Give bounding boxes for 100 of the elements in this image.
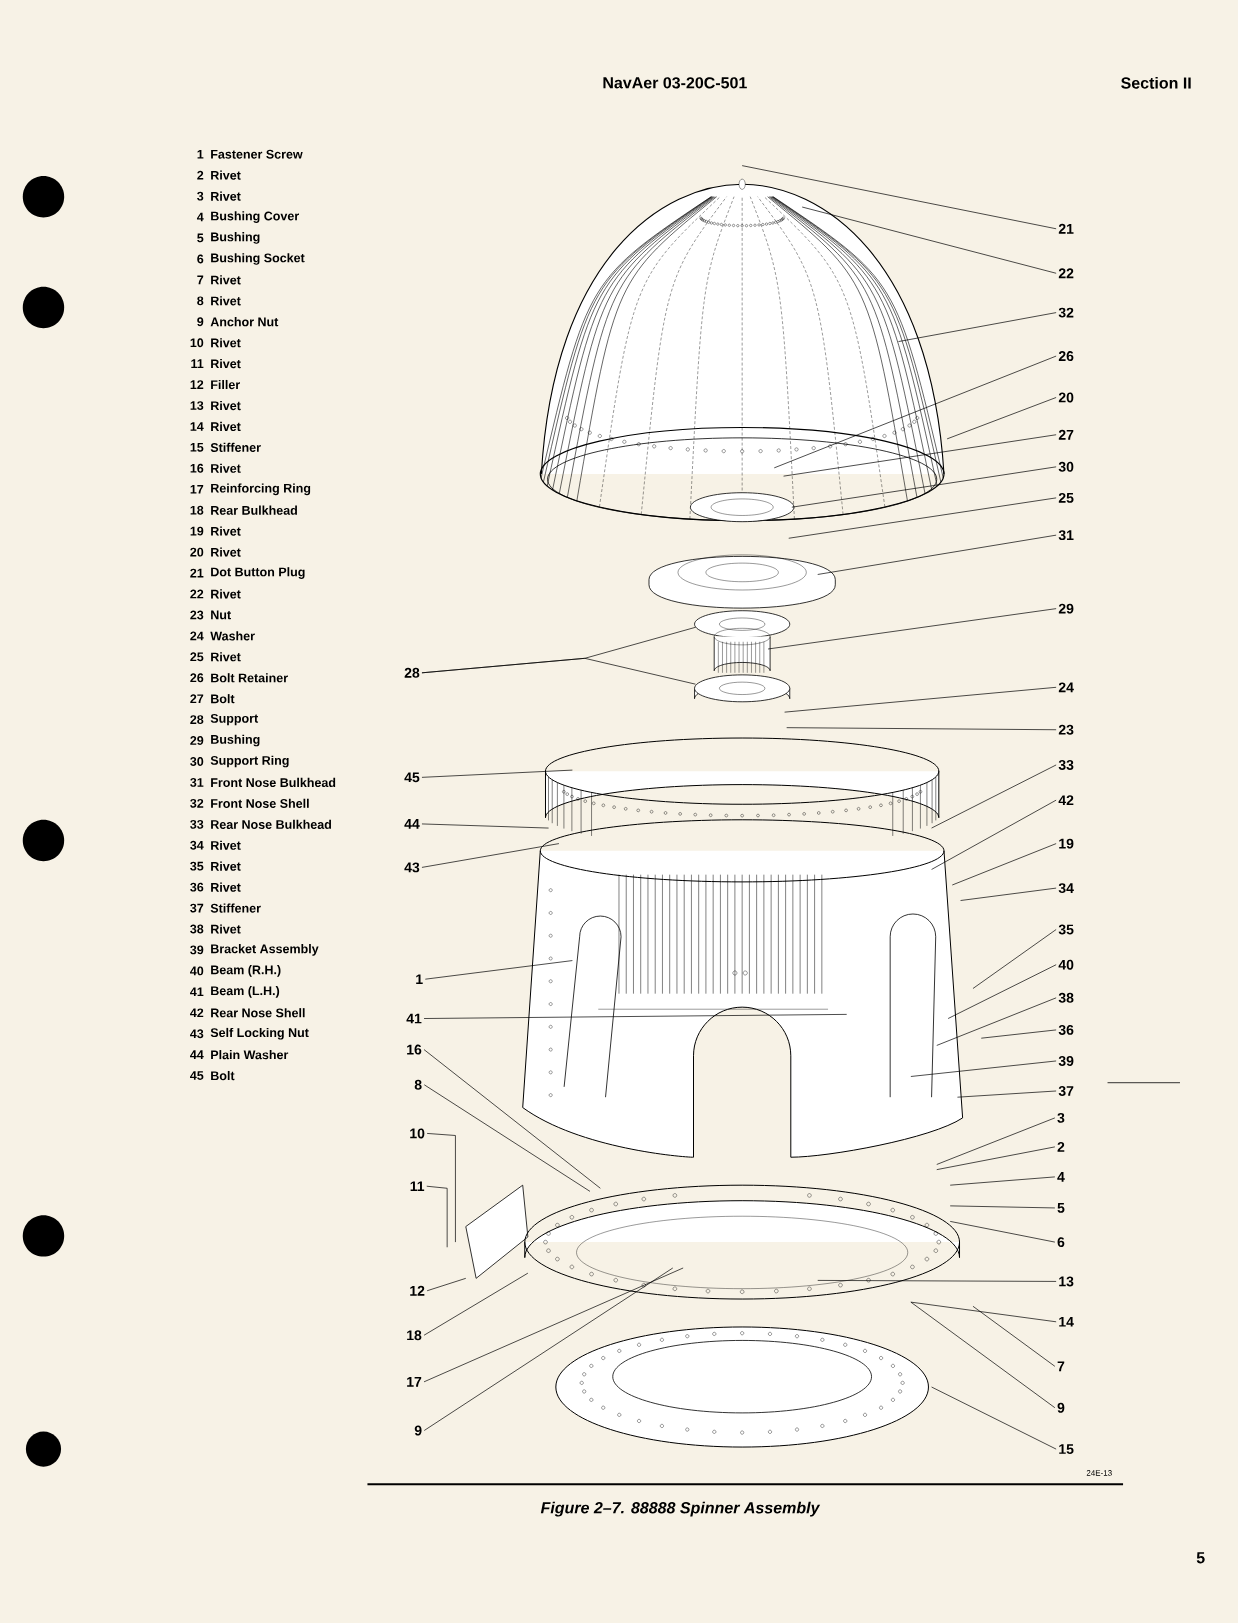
callout-number: 31: [1058, 530, 1074, 541]
leader-line: [910, 1301, 1057, 1323]
leader-line: [817, 1280, 1057, 1282]
part-name: Reinforcing Ring: [211, 483, 311, 496]
leader-line: [423, 1014, 848, 1019]
callout-number: 33: [1058, 759, 1074, 770]
part-number: 6: [197, 254, 204, 264]
part-number: 17: [190, 485, 204, 494]
part-number: 22: [190, 589, 204, 599]
part-number: 31: [190, 778, 204, 787]
callout-number: 36: [1058, 1024, 1074, 1035]
leader-line: [910, 1301, 1056, 1409]
callout-number: 9: [414, 1425, 422, 1436]
part-name: Washer: [210, 631, 255, 641]
callout-number: 44: [404, 819, 420, 829]
leader-line: [972, 929, 1057, 989]
part-name: Rivet: [211, 191, 241, 201]
part-number: 36: [190, 882, 204, 892]
part-number: 4: [197, 212, 204, 222]
part-number: 44: [190, 1050, 204, 1059]
part-number: 20: [190, 547, 204, 557]
part-number: 10: [190, 338, 204, 348]
callout-number: 24: [1058, 682, 1074, 693]
callout-number: 38: [1058, 992, 1074, 1003]
leader-line: [784, 686, 1057, 713]
part-name: Self Locking Nut: [210, 1027, 309, 1040]
callout-number: 21: [1058, 223, 1074, 234]
callout-number: 12: [410, 1285, 425, 1296]
callout-number: 15: [1059, 1444, 1074, 1454]
leader-line: [426, 1185, 448, 1248]
part-name: Rear Nose Shell: [211, 1008, 305, 1018]
leader-line: [773, 355, 1057, 469]
callout-number: 22: [1058, 268, 1074, 279]
callout-number: 32: [1058, 307, 1074, 318]
leader-line: [426, 1278, 467, 1292]
leader-line: [741, 165, 1057, 230]
part-number: 34: [190, 840, 204, 850]
leader-line: [421, 769, 573, 778]
callout-number: 37: [1058, 1086, 1074, 1096]
callout-number: 42: [1058, 795, 1074, 805]
callout-number: 16: [407, 1044, 422, 1055]
leader-line: [423, 1267, 674, 1431]
leader-line: [801, 206, 1057, 274]
callout-number: 30: [1058, 461, 1074, 472]
part-number: 8: [197, 296, 204, 306]
callout-number: 2: [1057, 1142, 1065, 1152]
part-number: 39: [190, 945, 204, 955]
leader-line: [426, 1133, 456, 1243]
callout-number: 6: [1057, 1237, 1065, 1248]
part-name: Rivet: [211, 526, 241, 536]
leader-line: [817, 534, 1057, 575]
callout-number: 29: [1058, 603, 1074, 614]
part-number: 27: [190, 694, 204, 704]
leader-line: [931, 799, 1057, 870]
part-number: 23: [190, 610, 204, 620]
part-number: 40: [190, 966, 204, 976]
part-name: Bushing: [211, 734, 260, 747]
part-name: Support: [210, 713, 259, 726]
part-number: 9: [197, 317, 204, 327]
callout-number: 19: [1059, 838, 1074, 849]
callout-number: 25: [1058, 492, 1074, 503]
part-number: 38: [190, 924, 204, 934]
part-number: 32: [190, 798, 204, 808]
part-number: 15: [190, 443, 204, 452]
part-name: Plain Washer: [211, 1050, 289, 1060]
part-name: Rivet: [211, 882, 241, 892]
part-number: 5: [197, 233, 204, 243]
leader-line: [957, 1090, 1057, 1098]
part-name: Rivet: [211, 924, 241, 934]
leader-line: [951, 843, 1057, 886]
page-header: NavAer 03-20C-501: [603, 77, 747, 89]
page-number: 5: [1196, 1552, 1205, 1564]
leader-line: [910, 1060, 1057, 1077]
part-name: Bushing Cover: [211, 211, 299, 223]
part-name: Front Nose Shell: [211, 798, 309, 808]
part-number: 12: [190, 380, 204, 389]
part-name: Bolt: [211, 1070, 235, 1081]
part-number: 11: [191, 359, 204, 368]
part-number: 14: [190, 422, 204, 431]
callout-number: 18: [407, 1330, 422, 1341]
part-name: Bushing Socket: [211, 253, 305, 265]
callout-number: 20: [1058, 392, 1074, 403]
part-number: 33: [190, 819, 204, 829]
part-number: 30: [190, 757, 204, 766]
part-number: 2: [197, 170, 204, 180]
figure-caption: Figure 2–7. 88888 Spinner Assembly: [540, 1501, 821, 1517]
part-name: Bushing: [211, 232, 260, 244]
callout-number: 34: [1058, 883, 1074, 894]
callout-number: 41: [406, 1013, 422, 1024]
callout-number: 40: [1058, 959, 1074, 970]
leader-line: [949, 1221, 1056, 1243]
callout-number: 45: [404, 772, 420, 783]
part-name: Rivet: [211, 275, 241, 285]
part-number: 24: [190, 631, 204, 641]
part-number: 13: [190, 401, 204, 410]
leader-line: [936, 997, 1057, 1046]
leader-line: [936, 1146, 1056, 1170]
part-number: 28: [190, 715, 204, 725]
part-name: Rivet: [211, 296, 241, 306]
callout-number: 7: [1057, 1361, 1065, 1372]
